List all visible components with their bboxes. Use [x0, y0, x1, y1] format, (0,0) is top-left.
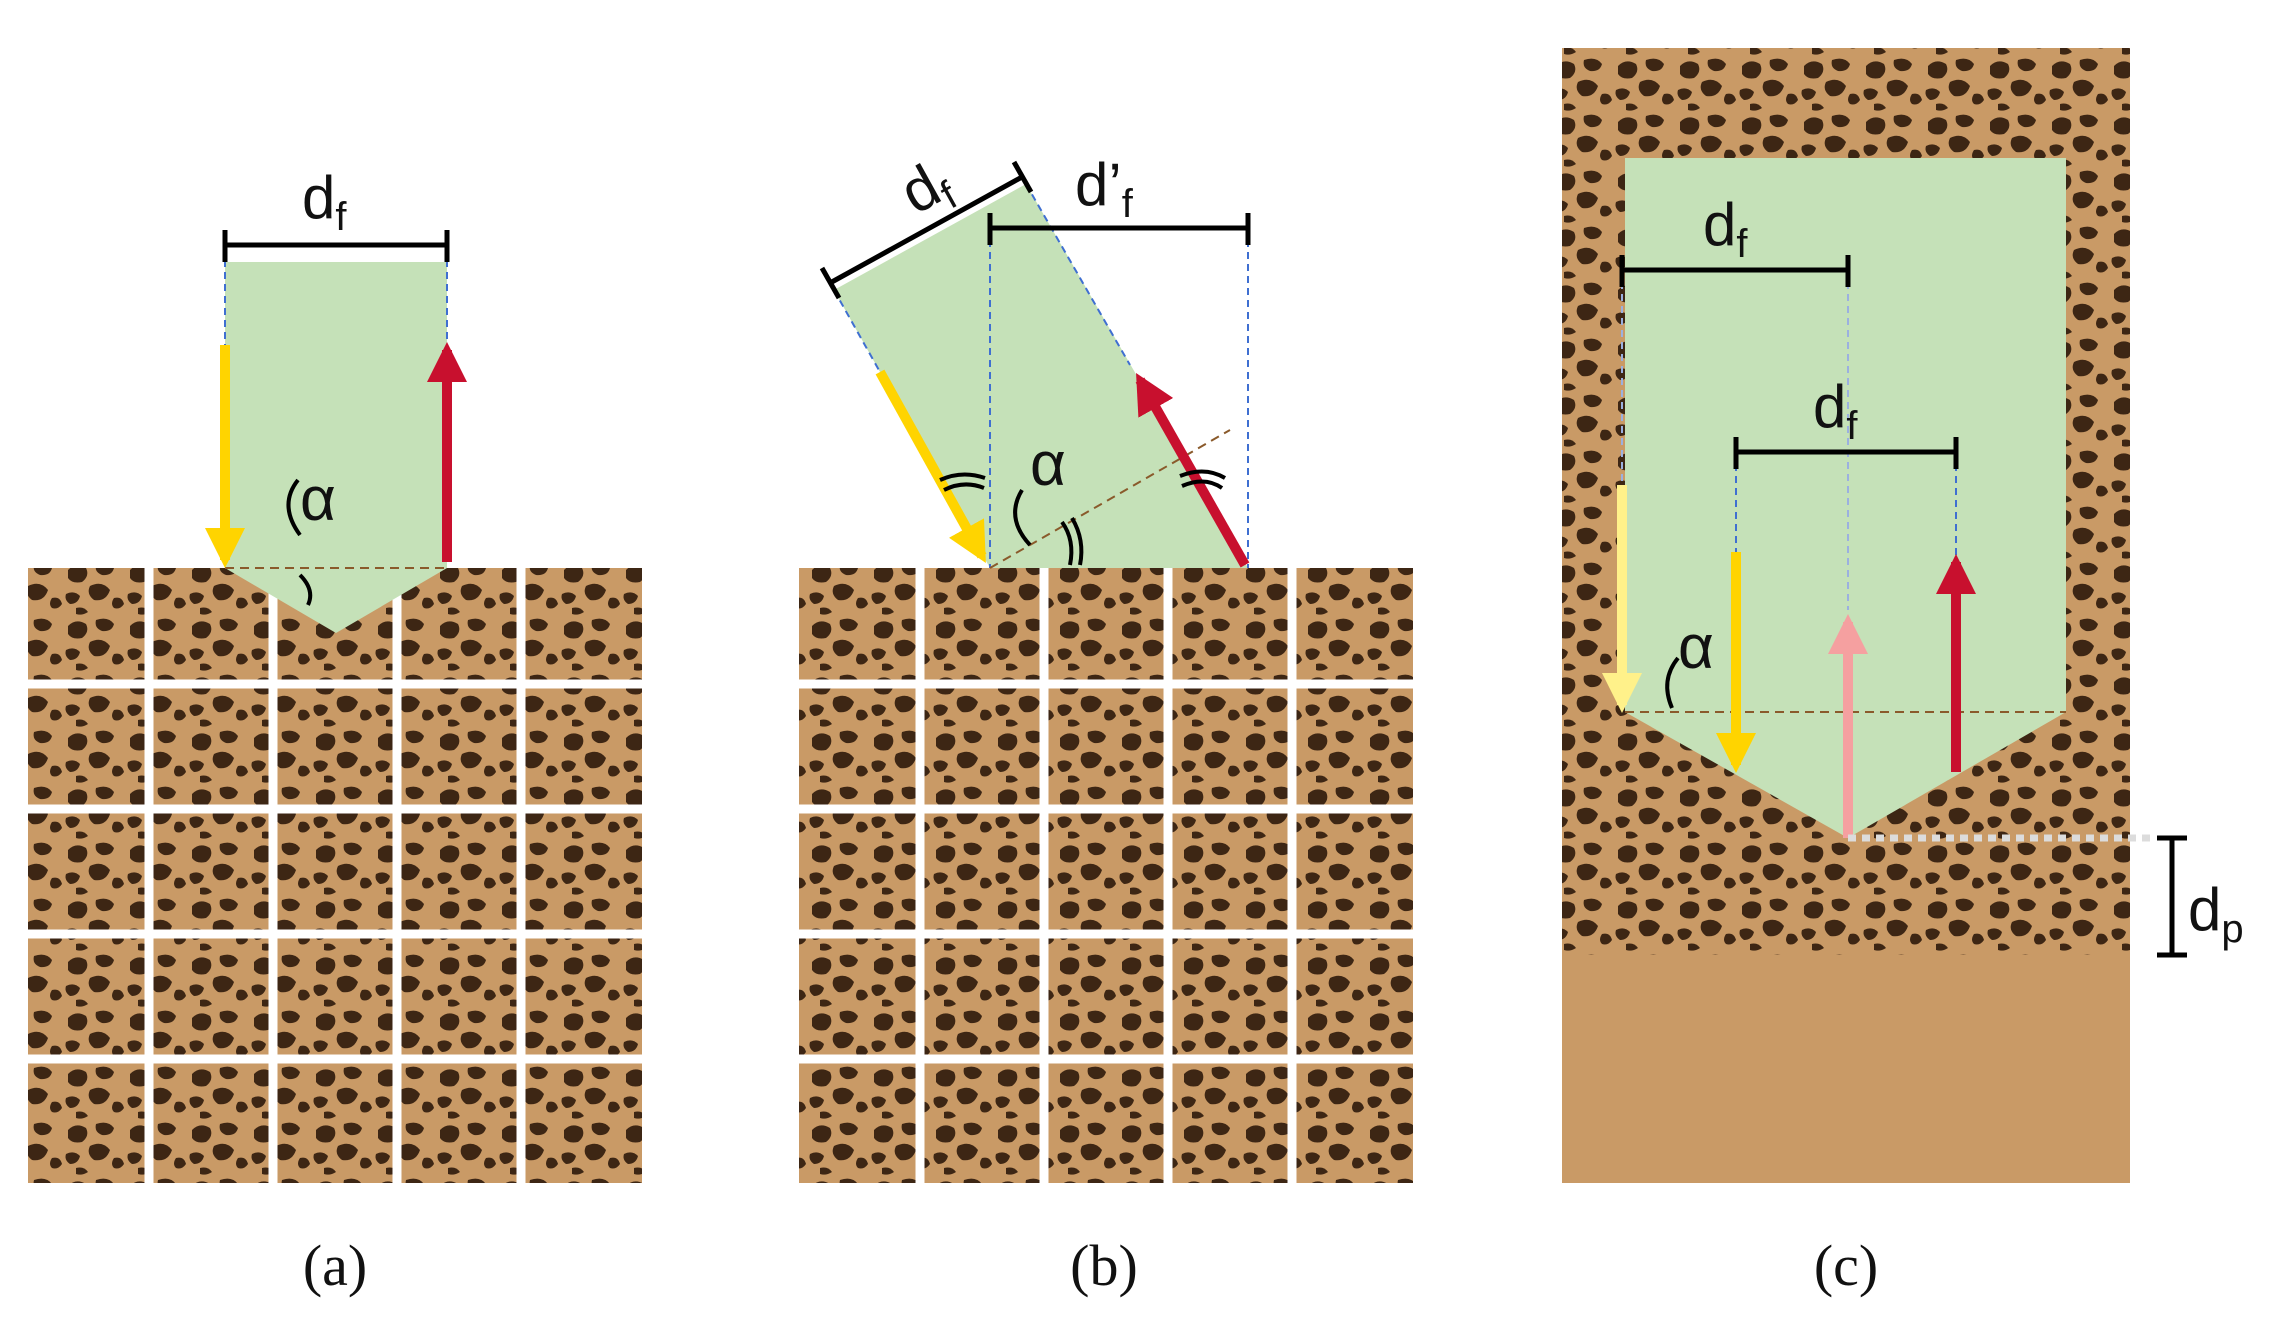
width-label-c-upper: df [1703, 191, 1748, 266]
dimension-bar-a [222, 230, 450, 262]
soil-base-c [1562, 955, 2130, 1183]
width-label-a: df [302, 164, 347, 239]
caption-b: (b) [1070, 1233, 1138, 1298]
guide-lines-c [1621, 270, 1957, 610]
angle-arcs-b [939, 469, 1227, 566]
angle-arc-a [286, 478, 313, 606]
caption-c: (c) [1814, 1233, 1878, 1298]
soil-grid-a [28, 568, 642, 1183]
dimension-bar-b-projected [987, 213, 1251, 245]
penetration-label-c: dp [2188, 876, 2244, 951]
angle-label-c: α [1678, 613, 1714, 682]
dimension-bar-c-upper [1619, 255, 1851, 287]
caption-a: (a) [303, 1233, 367, 1298]
dimension-bar-b-tilted [819, 160, 1034, 300]
projected-width-label-b: d’f [1075, 151, 1134, 226]
width-label-c-lower: df [1813, 373, 1858, 448]
pellet-b [834, 184, 1248, 568]
panel-a: df α (a) [28, 164, 642, 1298]
dimension-bar-c-lower [1733, 437, 1959, 469]
soil-grid-b [799, 568, 1413, 1183]
angle-arc-c [1665, 656, 1680, 709]
pellet-a [225, 262, 447, 633]
guide-lines-a [224, 248, 448, 345]
down-arrow-b [875, 369, 987, 563]
guide-lines-b [833, 183, 1249, 568]
dimension-bar-c-penetration [2157, 835, 2187, 958]
panel-c: df df α dp (c) [1562, 48, 2244, 1298]
angle-label-b: α [1030, 430, 1066, 499]
panel-b: df d’f α (b) [799, 146, 1413, 1298]
width-label-b: df [889, 146, 965, 234]
angle-label-a: α [300, 465, 336, 534]
